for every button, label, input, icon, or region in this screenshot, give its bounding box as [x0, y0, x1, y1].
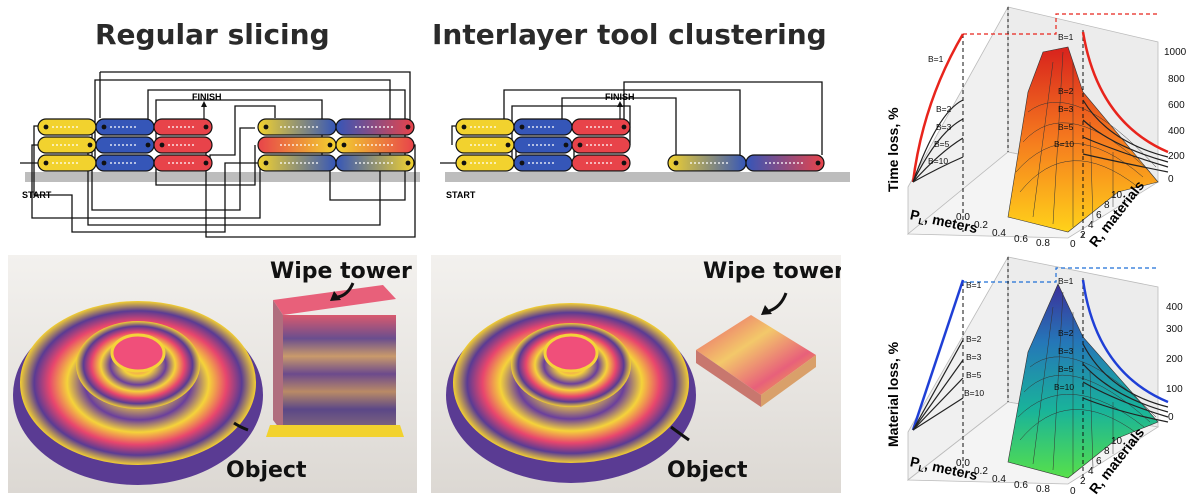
clustering-diagram: FINISH START: [440, 60, 855, 245]
object-label: Object: [226, 458, 307, 483]
x-tick: 0.6: [1014, 234, 1028, 245]
b-label-left: B=10: [928, 156, 948, 166]
z-tick: 1000: [1164, 47, 1187, 58]
z-tick: 200: [1168, 151, 1185, 162]
x-tick: 0.2: [974, 220, 988, 231]
finish-label: FINISH: [605, 92, 635, 102]
b-label-right: B=5: [1058, 364, 1074, 374]
start-label: START: [446, 190, 476, 200]
b-label-right: B=3: [1058, 346, 1074, 356]
z-axis-label: Material loss, %: [885, 341, 901, 447]
b-label-left: B=1: [928, 54, 944, 64]
y-tick: 8: [1104, 200, 1110, 211]
b-label-right: B=5: [1058, 122, 1074, 132]
x-tick: 0.4: [992, 228, 1006, 239]
b-label-left: B=10: [964, 388, 984, 398]
b-label-left: B=1: [966, 280, 982, 290]
b-label-left: B=5: [934, 139, 950, 149]
b-label-right: B=1: [1058, 32, 1074, 42]
title-interlayer-clustering: Interlayer tool clustering: [432, 18, 827, 51]
x-tick: 0.0: [956, 458, 970, 469]
b-label-right: B=2: [1058, 86, 1074, 96]
b-label-right: B=10: [1054, 382, 1074, 392]
b-label-left: B=2: [936, 104, 952, 114]
y-tick: 2: [1080, 476, 1086, 487]
x-tick: 0.6: [1014, 480, 1028, 491]
x-tick: 0.8: [1036, 238, 1050, 249]
object-label: Object: [667, 458, 748, 483]
y-tick: 6: [1096, 210, 1102, 221]
y-tick: 4: [1088, 466, 1094, 477]
z-tick: 300: [1166, 324, 1183, 335]
photo-regular-slicing: Wipe tower Object: [8, 255, 417, 493]
x-tick: 0.0: [956, 212, 970, 223]
y-tick: 0: [1070, 239, 1076, 250]
wipe-tower-label: Wipe tower: [703, 259, 841, 284]
b-label-left: B=2: [966, 334, 982, 344]
b-label-left: B=3: [966, 352, 982, 362]
b-label-right: B=3: [1058, 104, 1074, 114]
y-tick: 0: [1070, 486, 1076, 497]
capsule-stack: [37, 118, 415, 172]
time-loss-plot: B=1 B=2 B=3 B=5 B=10 B=1 B=2 B=3 B=5 B=1…: [868, 2, 1198, 250]
z-axis-label: Time loss, %: [885, 107, 901, 192]
wipe-tower-label: Wipe tower: [270, 259, 412, 284]
x-tick: 0.8: [1036, 484, 1050, 495]
b-label-right: B=10: [1054, 139, 1074, 149]
build-plate: [445, 172, 850, 182]
b-label-left: B=3: [936, 122, 952, 132]
y-tick: 6: [1096, 456, 1102, 467]
material-loss-plot: B=1 B=2 B=3 B=5 B=10 B=1 B=2 B=3 B=5 B=1…: [868, 252, 1198, 498]
z-tick: 800: [1168, 74, 1185, 85]
direction-arrows: [52, 126, 395, 164]
x-tick: 0.4: [992, 474, 1006, 485]
regular-slicing-diagram: FINISH START: [10, 60, 425, 245]
b-label-left: B=5: [966, 370, 982, 380]
z-tick: 400: [1168, 126, 1185, 137]
z-tick: 200: [1166, 354, 1183, 365]
y-tick: 10: [1111, 436, 1123, 447]
z-tick: 400: [1166, 302, 1183, 313]
y-tick: 10: [1111, 190, 1123, 201]
title-regular-slicing: Regular slicing: [95, 18, 330, 51]
capsule-stack: [455, 118, 825, 172]
b-label-right: B=1: [1058, 276, 1074, 286]
build-plate: [25, 172, 420, 182]
y-tick: 2: [1080, 230, 1086, 241]
start-label: START: [22, 190, 52, 200]
z-tick: 0: [1168, 412, 1174, 423]
y-tick: 4: [1088, 220, 1094, 231]
finish-label: FINISH: [192, 92, 222, 102]
y-tick: 8: [1104, 446, 1110, 457]
photo-interlayer-clustering: Wipe tower Object: [431, 255, 841, 493]
z-tick: 0: [1168, 174, 1174, 185]
z-tick: 600: [1168, 100, 1185, 111]
x-tick: 0.2: [974, 466, 988, 477]
direction-arrows: [470, 126, 805, 164]
b-label-right: B=2: [1058, 328, 1074, 338]
z-tick: 100: [1166, 384, 1183, 395]
